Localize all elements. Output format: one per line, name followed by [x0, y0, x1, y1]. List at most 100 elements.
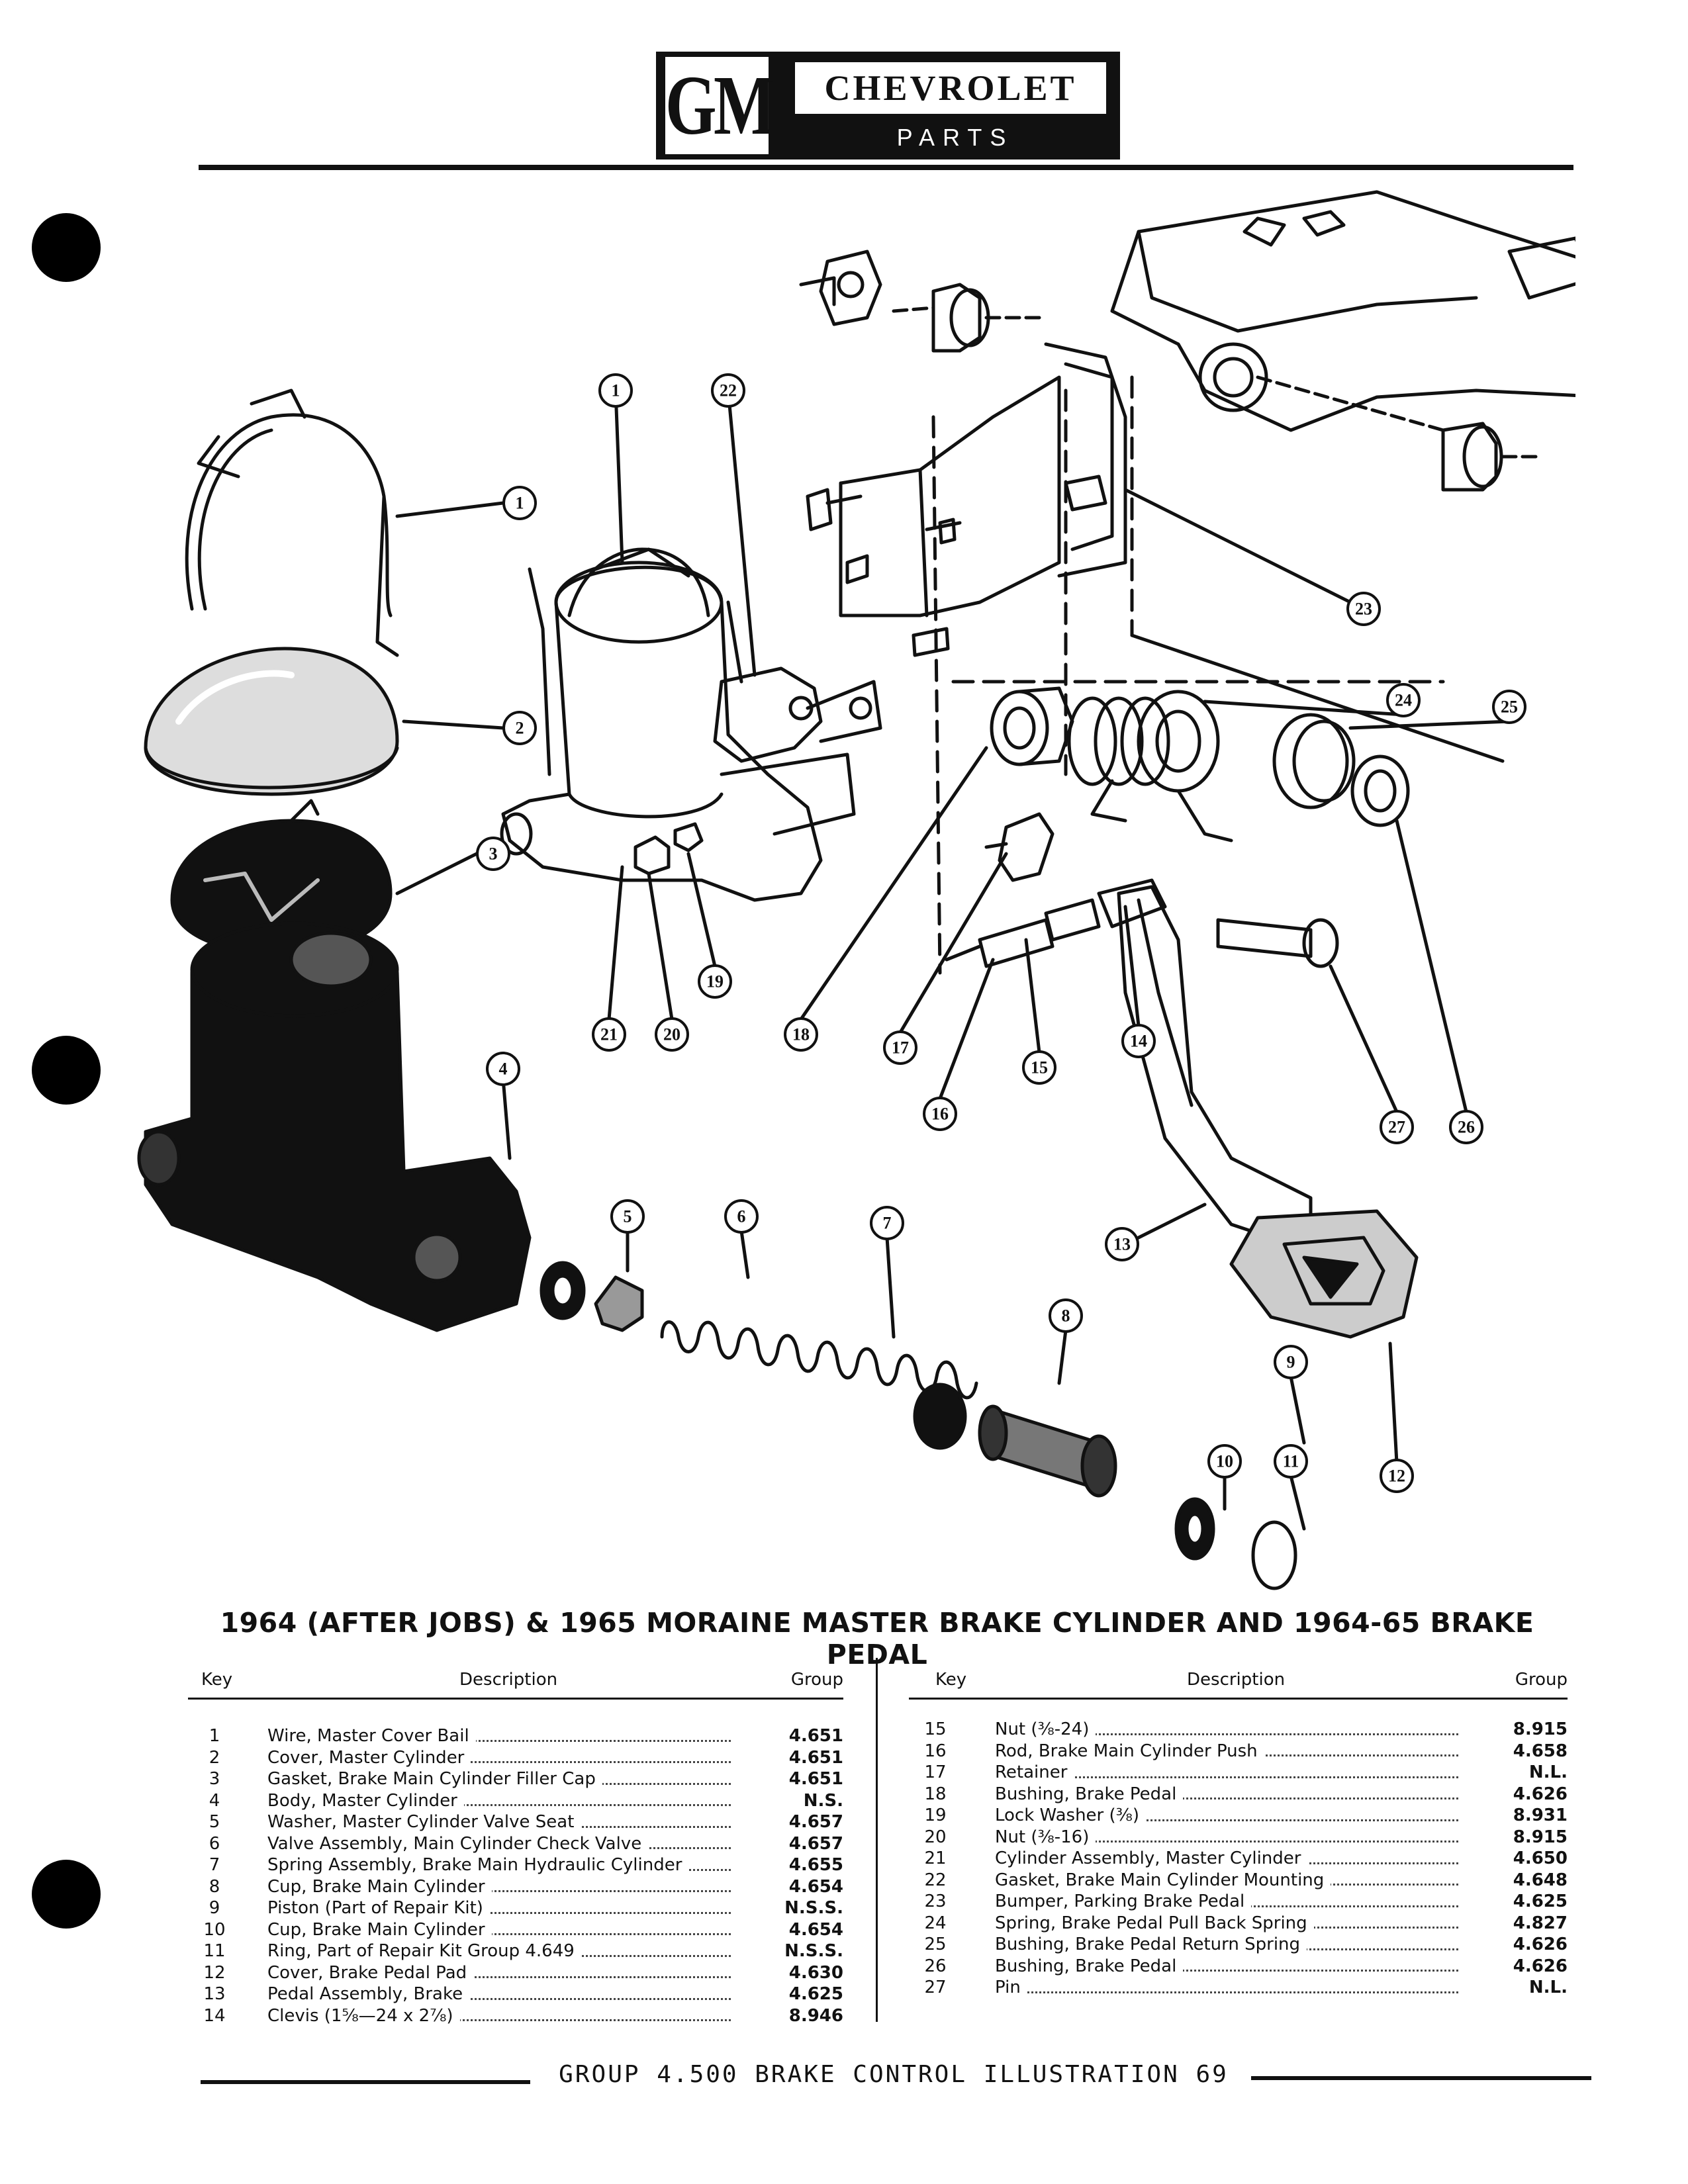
- svg-text:13: 13: [1113, 1235, 1131, 1254]
- row-key: 5: [209, 1812, 220, 1832]
- svg-text:8: 8: [1062, 1306, 1070, 1326]
- catalogue-subtitle: PARTS CATALOGUE: [847, 124, 1063, 188]
- callout-19: 19: [698, 964, 732, 999]
- header-key: Key: [935, 1670, 967, 1690]
- punch-hole-bottom: [32, 1860, 101, 1929]
- callout-1-upper: 1: [598, 373, 633, 408]
- wire-bail-part: [185, 388, 399, 657]
- svg-text:20: 20: [663, 1025, 680, 1044]
- svg-text:6: 6: [737, 1207, 746, 1226]
- row-key: 17: [924, 1762, 947, 1782]
- svg-text:7: 7: [883, 1214, 892, 1233]
- row-key: 2: [209, 1747, 220, 1768]
- row-key: 11: [203, 1941, 226, 1961]
- row-key: 27: [924, 1978, 947, 1997]
- svg-text:18: 18: [792, 1025, 810, 1044]
- row-key: 7: [209, 1855, 220, 1875]
- row-key: 13: [203, 1984, 226, 2004]
- row-group: 4.625: [1513, 1891, 1568, 1911]
- row-description: Bushing, Brake Pedal: [995, 1784, 1184, 1804]
- header-description: Description: [459, 1670, 558, 1690]
- retainer-clip-top: [799, 250, 882, 326]
- brake-pedal-bushing-26: [1350, 754, 1410, 827]
- row-description: Cover, Master Cylinder: [267, 1747, 471, 1768]
- svg-text:23: 23: [1355, 600, 1372, 619]
- row-description: Rod, Brake Main Cylinder Push: [995, 1741, 1264, 1761]
- svg-text:10: 10: [1216, 1452, 1233, 1471]
- row-key: 9: [209, 1898, 220, 1918]
- table-row: 7 Spring Assembly, Brake Main Hydraulic C…: [188, 1854, 843, 1876]
- gm-chevrolet-logo: GM CHEVROLET PARTS CATALOGUE: [656, 52, 1120, 188]
- svg-text:15: 15: [1031, 1058, 1048, 1077]
- clevis-and-push-rod: [945, 878, 1167, 968]
- callout-26: 26: [1449, 1110, 1483, 1144]
- svg-text:17: 17: [892, 1038, 909, 1058]
- row-group: 4.658: [1513, 1741, 1568, 1761]
- brake-pedal-assembly: [1117, 885, 1313, 1253]
- table-header: Key Description Group: [188, 1666, 843, 1699]
- row-group: N.L.: [1528, 1978, 1568, 1997]
- callout-10: 10: [1207, 1444, 1242, 1479]
- row-description: Bushing, Brake Pedal Return Spring: [995, 1934, 1307, 1954]
- row-group: N.S.S.: [784, 1898, 843, 1918]
- row-description: Gasket, Brake Main Cylinder Filler Cap: [267, 1769, 602, 1789]
- svg-text:4: 4: [499, 1060, 508, 1079]
- row-description: Spring Assembly, Brake Main Hydraulic Cy…: [267, 1855, 689, 1875]
- header-rule: [199, 165, 1573, 170]
- row-group: 8.915: [1513, 1719, 1568, 1739]
- row-description: Spring, Brake Pedal Pull Back Spring: [995, 1913, 1314, 1933]
- callout-12: 12: [1380, 1459, 1414, 1493]
- callout-27: 27: [1380, 1110, 1414, 1144]
- callout-6: 6: [724, 1199, 759, 1234]
- mounting-plate: [839, 342, 1127, 617]
- row-description: Gasket, Brake Main Cylinder Mounting: [995, 1870, 1331, 1890]
- row-description: Body, Master Cylinder: [267, 1790, 464, 1811]
- row-key: 21: [924, 1848, 947, 1868]
- row-group: 4.626: [1513, 1956, 1568, 1976]
- footer-rule-right: [1251, 2076, 1591, 2080]
- svg-text:21: 21: [600, 1025, 618, 1044]
- row-description: Ring, Part of Repair Kit Group 4.649: [267, 1941, 581, 1961]
- piston-ring: [1251, 1520, 1297, 1590]
- row-group: 4.630: [788, 1962, 843, 1983]
- row-key: 15: [924, 1719, 947, 1739]
- row-description: Cup, Brake Main Cylinder: [267, 1876, 492, 1897]
- row-description: Washer, Master Cylinder Valve Seat: [267, 1812, 581, 1832]
- brand-name: CHEVROLET: [795, 62, 1106, 114]
- svg-text:2: 2: [516, 719, 524, 738]
- table-divider: [876, 1658, 878, 2022]
- callout-4: 4: [486, 1052, 520, 1086]
- punch-hole-top: [32, 213, 101, 282]
- cylinder-mounting-gasket: [713, 666, 823, 763]
- row-group: 4.655: [788, 1855, 843, 1875]
- row-description: Valve Assembly, Main Cylinder Check Valv…: [267, 1833, 649, 1854]
- gm-logo-mark: GM: [665, 57, 776, 154]
- row-group: 4.650: [1513, 1848, 1568, 1868]
- row-key: 14: [203, 2005, 226, 2026]
- header-key: Key: [201, 1670, 233, 1690]
- parking-brake-bumper: [1064, 475, 1107, 512]
- row-description: Bushing, Brake Pedal: [995, 1956, 1184, 1976]
- svg-text:5: 5: [624, 1207, 632, 1226]
- callout-11: 11: [1274, 1444, 1308, 1479]
- svg-text:16: 16: [931, 1105, 949, 1124]
- row-description: Pin: [995, 1978, 1027, 1997]
- callout-8: 8: [1049, 1298, 1083, 1333]
- row-key: 1: [209, 1726, 220, 1746]
- return-spring-bushing: [1272, 713, 1356, 809]
- svg-text:26: 26: [1458, 1118, 1475, 1137]
- row-group: N.S.S.: [784, 1941, 843, 1961]
- brake-cylinder-cup-b: [1174, 1497, 1215, 1561]
